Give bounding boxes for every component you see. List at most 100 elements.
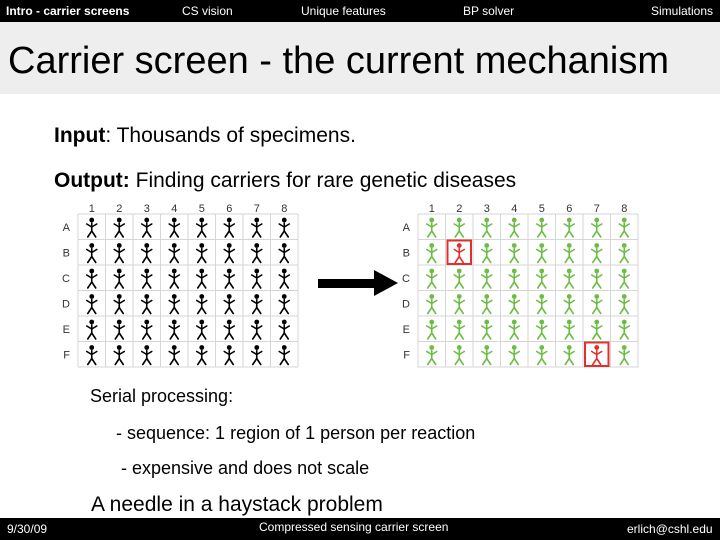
person-icon — [425, 217, 438, 238]
person-icon — [618, 217, 631, 238]
right-grid-column-label: 4 — [511, 203, 517, 215]
person-icon — [618, 345, 631, 366]
person-icon — [140, 217, 153, 238]
person-icon — [113, 217, 126, 238]
person-icon — [535, 345, 548, 366]
person-icon — [563, 345, 576, 366]
person-icon — [250, 319, 263, 340]
person-icon — [278, 345, 291, 366]
title-bar — [0, 22, 720, 94]
left-grid-column-label: 2 — [116, 203, 122, 215]
nav-item-unique-features[interactable]: Unique features — [301, 4, 386, 18]
person-icon — [535, 243, 548, 264]
right-grid-column-label: 6 — [566, 203, 572, 215]
person-icon — [618, 294, 631, 315]
person-icon — [168, 217, 181, 238]
person-icon — [195, 243, 208, 264]
person-icon — [250, 294, 263, 315]
right-grid-row-label: D — [402, 298, 410, 310]
right-grid-column-label: 3 — [484, 203, 490, 215]
nav-item-intro[interactable]: Intro - carrier screens — [6, 4, 130, 18]
person-icon — [535, 217, 548, 238]
footer-title: Compressed sensing carrier screen — [259, 520, 449, 534]
person-icon — [563, 243, 576, 264]
person-icon — [590, 268, 603, 289]
left-grid-row-label: B — [63, 247, 70, 259]
person-icon — [195, 345, 208, 366]
person-icon — [278, 268, 291, 289]
left-grid-row-label: C — [62, 273, 70, 285]
person-icon — [425, 319, 438, 340]
nav-item-cs-vision[interactable]: CS vision — [182, 4, 233, 18]
needle-haystack-text: A needle in a haystack problem — [91, 493, 383, 516]
output-line: Output: Finding carriers for rare geneti… — [54, 169, 516, 193]
person-icon — [223, 345, 236, 366]
person-icon — [85, 217, 98, 238]
top-navigation-bar: Intro - carrier screens CS vision Unique… — [0, 0, 720, 22]
carrier-person-icon — [590, 345, 603, 366]
person-icon — [195, 268, 208, 289]
carrier-highlight-box — [446, 239, 472, 265]
left-grid-row-label: A — [63, 222, 71, 234]
footer-date: 9/30/09 — [7, 522, 48, 536]
person-icon — [113, 268, 126, 289]
output-text: Finding carriers for rare genetic diseas… — [129, 169, 517, 192]
person-icon — [278, 294, 291, 315]
nav-item-simulations[interactable]: Simulations — [651, 4, 714, 18]
left-grid-column-label: 3 — [144, 203, 150, 215]
left-grid-row-label: E — [63, 324, 70, 336]
person-icon — [618, 319, 631, 340]
right-grid-row-label: A — [403, 222, 411, 234]
person-icon — [563, 268, 576, 289]
person-icon — [618, 268, 631, 289]
person-icon — [590, 243, 603, 264]
person-icon — [480, 268, 493, 289]
person-icon — [535, 268, 548, 289]
person-icon — [480, 319, 493, 340]
person-icon — [195, 217, 208, 238]
person-icon — [508, 345, 521, 366]
left-grid-column-label: 4 — [171, 203, 177, 215]
person-icon — [113, 319, 126, 340]
person-icon — [140, 243, 153, 264]
person-icon — [168, 345, 181, 366]
person-icon — [453, 268, 466, 289]
person-icon — [453, 345, 466, 366]
right-grid-column-label: 1 — [429, 203, 435, 215]
person-icon — [223, 294, 236, 315]
nav-item-bp-solver[interactable]: BP solver — [463, 4, 515, 18]
person-icon — [168, 268, 181, 289]
person-icon — [113, 345, 126, 366]
right-grid-row-label: F — [403, 349, 410, 361]
person-icon — [140, 294, 153, 315]
right-grid-column-label: 5 — [539, 203, 545, 215]
person-icon — [508, 243, 521, 264]
person-icon — [113, 243, 126, 264]
person-icon — [425, 243, 438, 264]
right-grid-row-label: E — [403, 324, 410, 336]
person-icon — [590, 319, 603, 340]
person-icon — [223, 243, 236, 264]
person-icon — [85, 268, 98, 289]
person-icon — [140, 319, 153, 340]
person-icon — [278, 243, 291, 264]
person-icon — [250, 243, 263, 264]
bullet-expensive: - expensive and does not scale — [121, 458, 370, 478]
person-icon — [563, 319, 576, 340]
right-grid-row-label: B — [403, 247, 410, 259]
person-icon — [195, 319, 208, 340]
input-label: Input — [54, 124, 106, 147]
left-grid-column-label: 8 — [281, 203, 287, 215]
carrier-highlight-box — [584, 341, 610, 367]
person-icon — [113, 294, 126, 315]
person-icon — [618, 243, 631, 264]
person-icon — [480, 243, 493, 264]
footer-email: erlich@cshl.edu — [627, 522, 713, 536]
person-icon — [223, 268, 236, 289]
person-icon — [480, 217, 493, 238]
person-icon — [195, 294, 208, 315]
person-icon — [480, 294, 493, 315]
person-icon — [508, 217, 521, 238]
